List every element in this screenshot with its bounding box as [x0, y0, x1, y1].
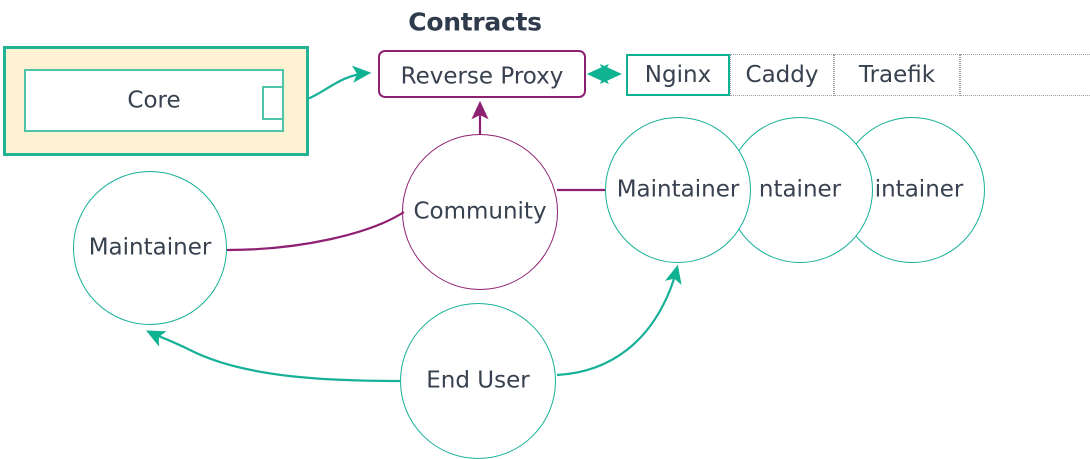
core-port-connector: [262, 86, 284, 120]
maintainer-circle-2[interactable]: [727, 117, 873, 263]
reverse-proxy-node[interactable]: [378, 50, 586, 98]
edge-end-user-to-maintainer-left: [146, 330, 401, 383]
impl-label-caddy: Caddy: [745, 62, 819, 88]
impl-box-empty[interactable]: [960, 54, 1090, 96]
maintainer-left-circle[interactable]: [73, 171, 227, 325]
impl-label-nginx: Nginx: [644, 62, 712, 88]
contracts-title: Contracts: [408, 7, 542, 37]
maintainer-circle-1[interactable]: [605, 117, 751, 263]
core-node[interactable]: [24, 69, 284, 132]
edge-end-user-to-maintainer-right: [556, 264, 682, 377]
end-user-circle[interactable]: [400, 303, 556, 459]
community-circle[interactable]: [402, 134, 558, 290]
impl-label-traefik: Traefik: [858, 62, 936, 88]
impl-box-caddy[interactable]: Caddy: [730, 54, 834, 96]
edge-maintainer-left-to-community: [226, 211, 405, 252]
impl-box-traefik[interactable]: Traefik: [834, 54, 960, 96]
impl-box-nginx[interactable]: Nginx: [626, 54, 730, 96]
